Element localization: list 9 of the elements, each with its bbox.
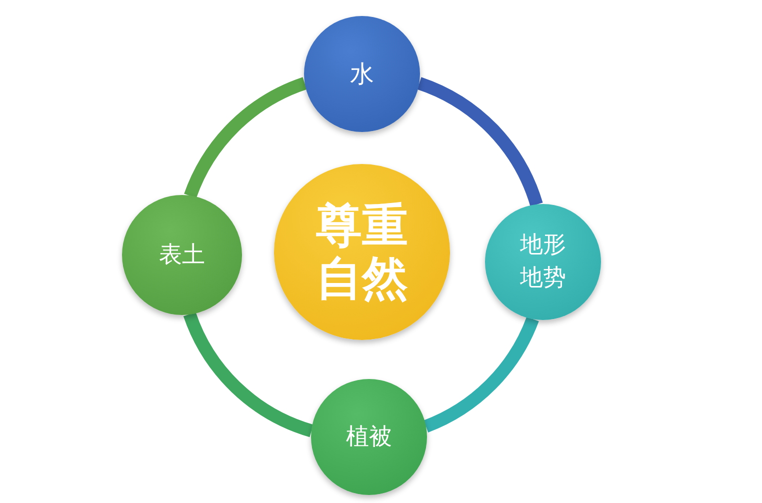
- ring-arc: [184, 77, 308, 198]
- node-label: 表土: [158, 240, 206, 270]
- ring-arc: [423, 316, 539, 432]
- ring-arc: [416, 77, 543, 207]
- ring-arc: [184, 312, 314, 437]
- node-label: 植被: [345, 422, 393, 452]
- node-label: 地形地势: [519, 230, 567, 293]
- node-label: 尊重自然: [315, 199, 409, 305]
- node-label: 水: [349, 59, 375, 90]
